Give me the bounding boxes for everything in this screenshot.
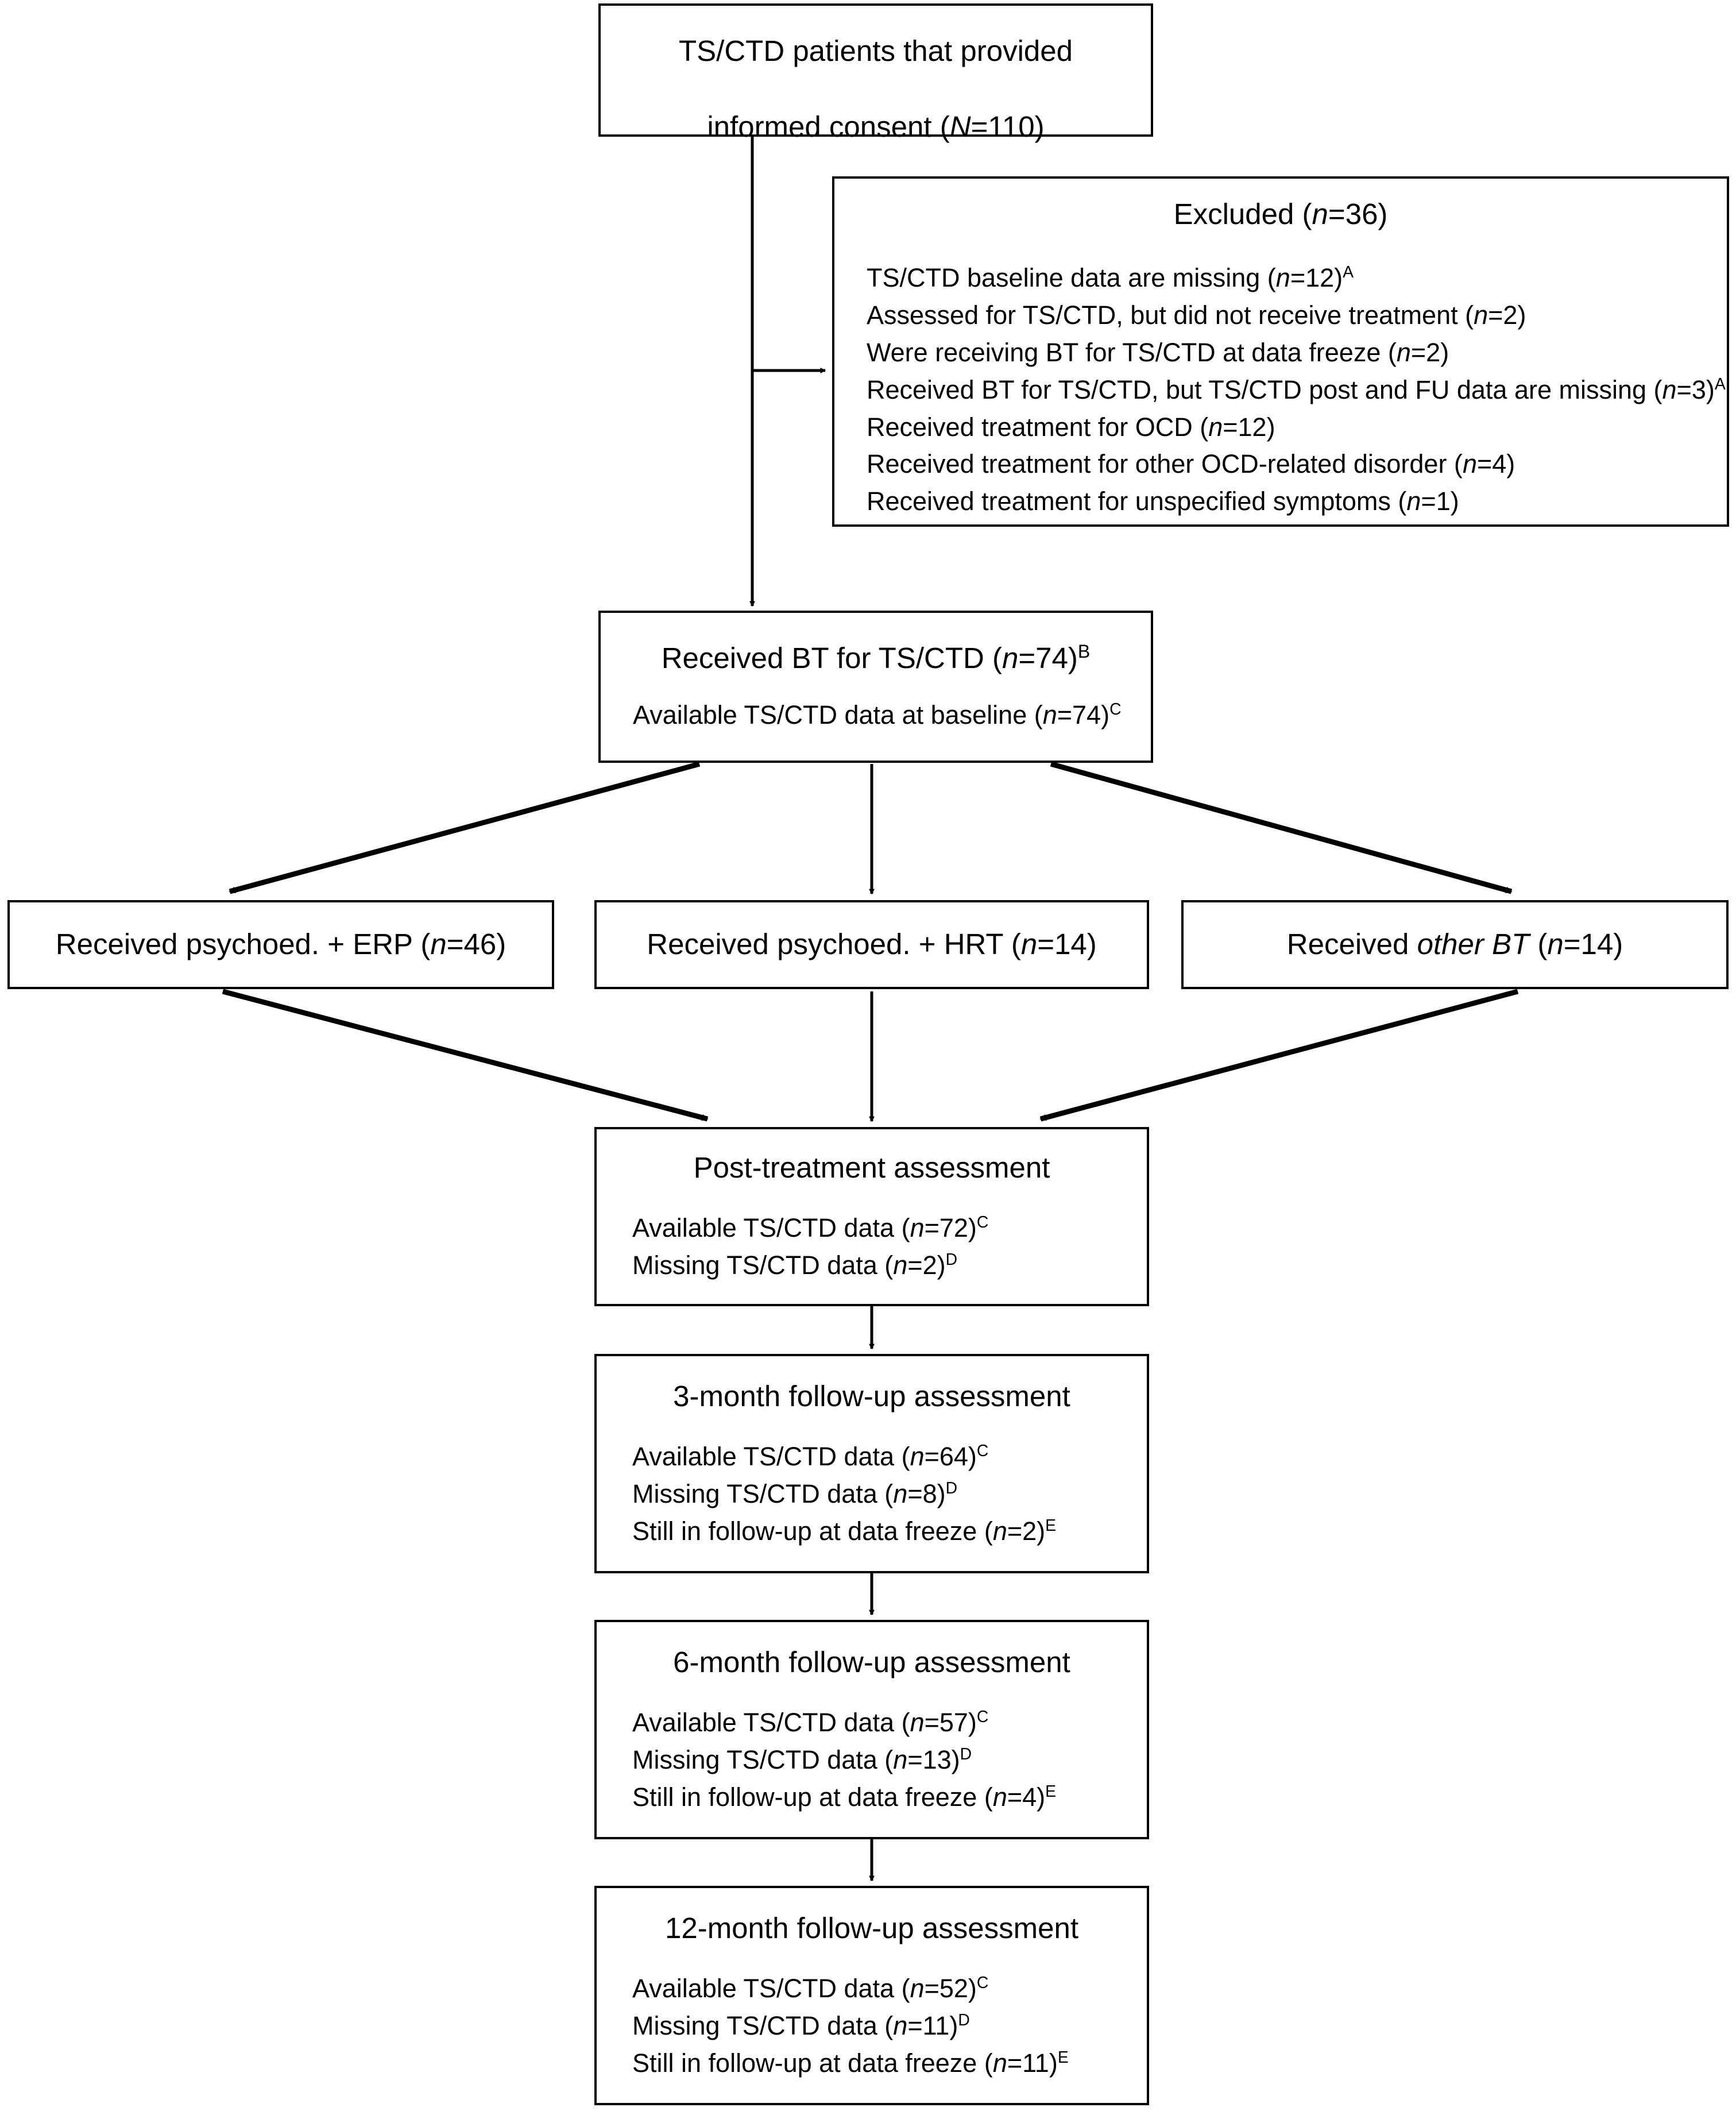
node-followup-12-month-list: Available TS/CTD data (n=52)C Missing TS…: [597, 1970, 1147, 2082]
edge-consent-to-excluded: [751, 137, 826, 373]
node-informed-consent-title: TS/CTD patients that provided informed c…: [679, 34, 1073, 144]
list-item: Received treatment for OCD (n=12): [867, 412, 1275, 442]
list-item: Missing TS/CTD data (n=2)D: [632, 1251, 958, 1280]
edge-received-bt-to-other-bt: [1050, 761, 1513, 894]
list-item: Available TS/CTD data (n=72)C: [632, 1213, 989, 1243]
node-excluded-title: Excluded (n=36): [1173, 198, 1388, 231]
edge-erp-to-post: [222, 989, 709, 1122]
node-post-treatment-title: Post-treatment assessment: [693, 1151, 1050, 1184]
node-informed-consent: TS/CTD patients that provided informed c…: [598, 3, 1153, 143]
list-item: Still in follow-up at data freeze (n=11)…: [632, 2048, 1069, 2078]
node-excluded-reason-list: TS/CTD baseline data are missing (n=12)A…: [834, 260, 1727, 520]
node-followup-6-month: 6-month follow-up assessment Available T…: [594, 1620, 1149, 1839]
node-received-bt-title: Received BT for TS/CTD (n=74)B: [661, 640, 1091, 674]
node-treatment-hrt: Received psychoed. + HRT (n=14): [594, 900, 1149, 989]
list-item: Still in follow-up at data freeze (n=4)E: [632, 1782, 1057, 1812]
list-item: Available TS/CTD data (n=57)C: [632, 1707, 989, 1737]
list-item: Available TS/CTD data at baseline (n=74)…: [633, 700, 1122, 730]
edge-received-bt-to-erp: [229, 761, 701, 894]
node-followup-6-month-list: Available TS/CTD data (n=57)C Missing TS…: [597, 1704, 1147, 1816]
node-excluded: Excluded (n=36) TS/CTD baseline data are…: [832, 176, 1729, 527]
list-item: Available TS/CTD data (n=52)C: [632, 1973, 989, 2003]
list-item: Received BT for TS/CTD, but TS/CTD post …: [867, 375, 1726, 404]
list-item: Received treatment for other OCD-related…: [867, 449, 1515, 479]
node-followup-12-month-title: 12-month follow-up assessment: [664, 1911, 1078, 1944]
list-item: Missing TS/CTD data (n=13)D: [632, 1745, 972, 1774]
node-treatment-other-bt-title: Received other BT (n=14): [1286, 928, 1623, 961]
node-post-treatment-list: Available TS/CTD data (n=72)C Missing TS…: [597, 1210, 1147, 1284]
node-received-bt: Received BT for TS/CTD (n=74)B Available…: [598, 611, 1153, 763]
node-followup-12-month: 12-month follow-up assessment Available …: [594, 1886, 1149, 2105]
node-followup-3-month: 3-month follow-up assessment Available T…: [594, 1354, 1149, 1573]
list-item: Missing TS/CTD data (n=11)D: [632, 2010, 970, 2040]
edge-other-bt-to-post: [1039, 989, 1519, 1122]
node-treatment-other-bt: Received other BT (n=14): [1181, 900, 1729, 989]
node-post-treatment-assessment: Post-treatment assessment Available TS/C…: [594, 1127, 1149, 1306]
list-item: Assessed for TS/CTD, but did not receive…: [867, 300, 1526, 330]
node-treatment-erp: Received psychoed. + ERP (n=46): [7, 900, 554, 989]
list-item: Received treatment for unspecified sympt…: [867, 487, 1459, 516]
list-item: Still in follow-up at data freeze (n=2)E: [632, 1516, 1057, 1546]
list-item: TS/CTD baseline data are missing (n=12)A: [867, 263, 1354, 293]
node-received-bt-detail: Available TS/CTD data at baseline (n=74)…: [601, 697, 1151, 734]
list-item: Were receiving BT for TS/CTD at data fre…: [867, 337, 1449, 367]
list-item: Available TS/CTD data (n=64)C: [632, 1441, 989, 1471]
node-treatment-erp-title: Received psychoed. + ERP (n=46): [55, 928, 507, 961]
list-item: Missing TS/CTD data (n=8)D: [632, 1479, 958, 1508]
node-followup-6-month-title: 6-month follow-up assessment: [673, 1645, 1070, 1678]
node-followup-3-month-title: 3-month follow-up assessment: [673, 1379, 1070, 1412]
node-followup-3-month-list: Available TS/CTD data (n=64)C Missing TS…: [597, 1438, 1147, 1550]
node-treatment-hrt-title: Received psychoed. + HRT (n=14): [647, 928, 1097, 961]
